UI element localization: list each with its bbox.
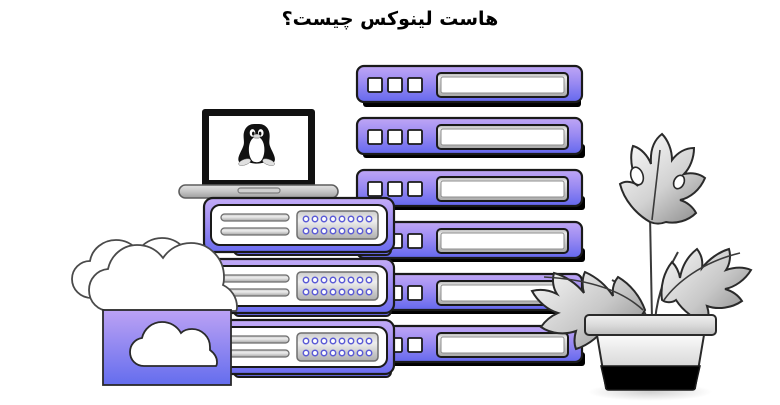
potted-plant[interactable]	[530, 132, 753, 401]
rack-unit-1[interactable]	[355, 64, 584, 107]
rack-unit-6[interactable]	[355, 324, 585, 366]
laptop-trackpad	[237, 187, 281, 194]
tux-penguin-logo	[238, 124, 275, 166]
rack-led	[407, 129, 423, 145]
rack-unit-2[interactable]	[355, 116, 585, 158]
rack-led	[407, 77, 423, 93]
server-bar	[220, 213, 290, 222]
plant-leaf-right	[660, 247, 753, 325]
front-server-stack	[202, 196, 396, 378]
front-server-1[interactable]	[202, 196, 396, 256]
pot-base	[600, 365, 701, 391]
front-server-2[interactable]	[202, 257, 396, 317]
front-server-3[interactable]	[202, 318, 396, 378]
cloud-shape-front	[88, 242, 238, 312]
server-port-panel	[296, 210, 379, 240]
rack-led	[407, 285, 423, 301]
rack-led	[387, 181, 403, 197]
server-rack-stack	[355, 64, 585, 366]
rack-unit-3[interactable]	[355, 168, 585, 210]
rack-led	[407, 181, 423, 197]
page-title: هاست لینوکس چیست؟	[281, 8, 499, 30]
server-port-panel	[296, 271, 379, 301]
rack-led	[387, 129, 403, 145]
rack-unit-5[interactable]	[355, 272, 585, 314]
server-bar	[220, 227, 290, 236]
cloud-icon	[129, 321, 218, 367]
server-port-panel	[296, 332, 379, 362]
rack-led	[367, 129, 383, 145]
rack-unit-4[interactable]	[355, 220, 585, 262]
rack-led	[407, 337, 423, 353]
server-bar	[220, 274, 290, 283]
pot-rim	[584, 314, 717, 336]
rack-led	[367, 181, 383, 197]
cloud-storage-box[interactable]	[71, 237, 238, 386]
rack-led	[387, 77, 403, 93]
rack-led	[407, 233, 423, 249]
laptop-with-linux[interactable]	[178, 109, 339, 199]
rack-led	[367, 77, 383, 93]
